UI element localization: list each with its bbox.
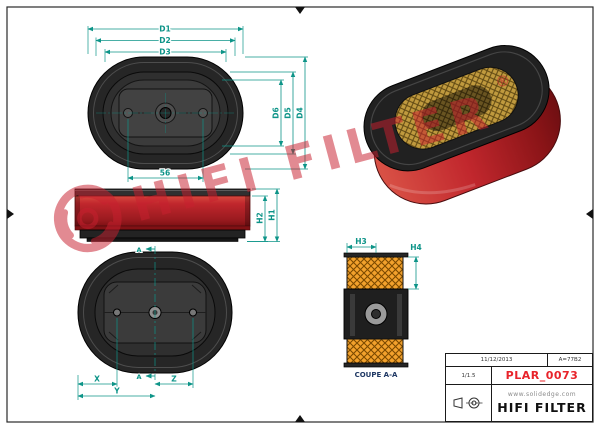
isometric-view <box>363 45 561 205</box>
section-caption: COUPE A-A <box>355 371 398 379</box>
section-label-a-top: A <box>136 246 141 254</box>
dim-label-d2: D2 <box>159 36 170 45</box>
section-view <box>343 252 409 368</box>
drawing-date: 11/12/2013 <box>480 357 513 363</box>
dim-label-h2: H2 <box>256 212 265 224</box>
registration-mark-left <box>7 209 14 219</box>
sheet-frame <box>6 6 594 423</box>
dim-label-y: Y <box>113 387 120 396</box>
registration-mark-bottom <box>295 415 305 422</box>
drawing-reference: A=77B2 <box>558 357 582 363</box>
title-block: 11/12/2013 A=77B2 1/1.5 PLAR_0073 www.so… <box>445 353 593 422</box>
title-block-ref-cell: A=77B2 <box>548 354 592 366</box>
section-media-bottom <box>346 338 404 364</box>
iso-filter-mesh <box>394 66 519 150</box>
title-block-symbol-cell <box>446 385 492 421</box>
title-block-scale-cell: 1/1.5 <box>446 367 492 384</box>
projection-symbol-icon <box>453 397 483 409</box>
dim-label-d5: D5 <box>284 107 293 118</box>
title-block-date-cell: 11/12/2013 <box>446 354 548 366</box>
registration-mark-top <box>295 7 305 14</box>
registration-mark-right <box>586 209 593 219</box>
dim-label-d1: D1 <box>159 25 170 34</box>
section-view-dimensions: H3 H4 COUPE A-A <box>346 236 423 379</box>
dim-label-56: 56 <box>160 169 170 178</box>
dim-label-d3: D3 <box>159 48 170 57</box>
dim-label-h1: H1 <box>268 209 277 221</box>
side-red-band <box>74 195 251 227</box>
dim-label-h4: H4 <box>410 243 422 252</box>
side-view-dimensions: H2 H1 <box>247 188 280 243</box>
side-view <box>74 188 251 242</box>
dim-label-h3: H3 <box>355 237 367 246</box>
section-label-a-bottom: A <box>136 373 141 381</box>
top-view <box>87 56 244 170</box>
dim-label-d4: D4 <box>296 107 305 118</box>
dim-label-x: X <box>94 375 100 384</box>
dim-label-z: Z <box>171 375 177 384</box>
drawing-scale: 1/1.5 <box>461 372 476 379</box>
bottom-left-hole <box>113 308 121 317</box>
bottom-view-dimensions: A A X Z Y <box>77 245 194 400</box>
part-number: PLAR_0073 <box>505 369 579 382</box>
top-view-dimensions: D1 D2 D3 D6 D5 D4 56 <box>87 23 308 182</box>
title-block-part-cell: PLAR_0073 <box>492 367 592 384</box>
bottom-right-hole <box>189 308 197 317</box>
title-block-company-cell: www.solidedge.com HIFI FILTER <box>492 385 592 421</box>
section-media-top <box>346 256 404 290</box>
website-url: www.solidedge.com <box>507 391 577 398</box>
dim-label-d6: D6 <box>272 107 281 118</box>
company-name: HIFI FILTER <box>497 400 587 415</box>
